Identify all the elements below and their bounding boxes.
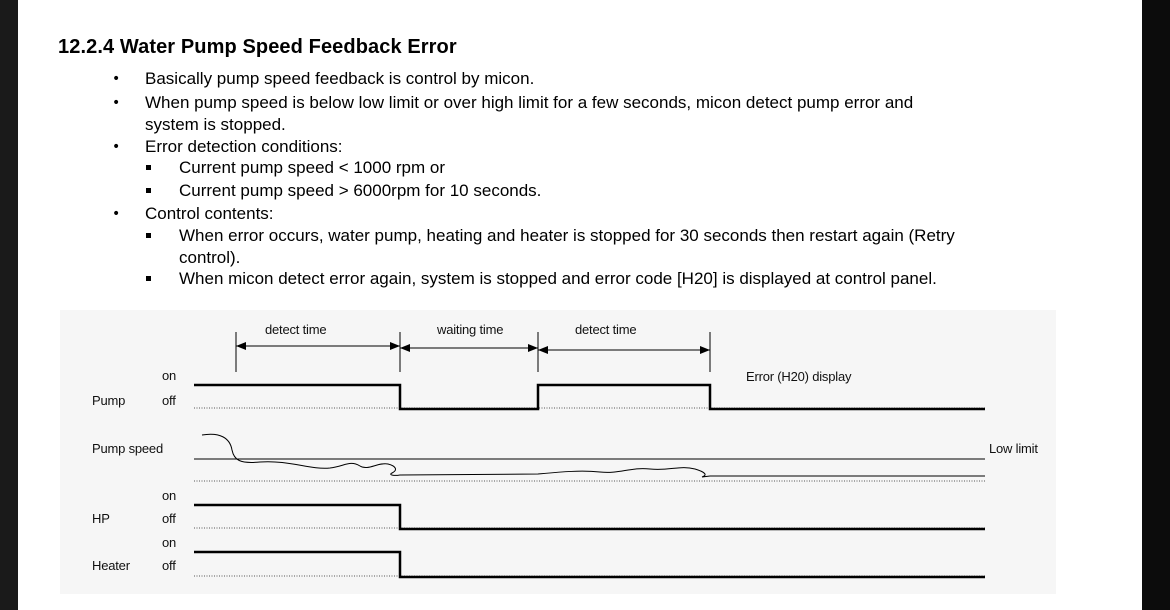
pump-label: Pump	[92, 393, 126, 408]
sub-bullet-text: When micon detect error again, system is…	[179, 269, 937, 288]
pump-off-label: off	[162, 393, 176, 408]
pump-signal	[194, 383, 985, 411]
bullet-text: Control contents:	[145, 204, 274, 223]
sub-bullet-square	[146, 233, 151, 238]
bullet-dot: •	[112, 71, 121, 87]
low-limit-label: Low limit	[989, 441, 1038, 456]
hp-on-label: on	[162, 488, 177, 503]
bullet-dot: •	[112, 95, 121, 111]
heater-on-label: on	[162, 535, 177, 550]
interval-markers	[235, 332, 711, 372]
sub-bullet-square	[146, 276, 151, 281]
bullet-text: Basically pump speed feedback is control…	[145, 69, 535, 88]
sub-bullet-text: control).	[179, 248, 241, 267]
bullet-text: When pump speed is below low limit or ov…	[145, 93, 914, 112]
pump-speed-wave	[201, 433, 985, 478]
sub-bullet-square	[146, 188, 151, 193]
timing-diagram: detect time waiting time detect time Err…	[60, 310, 1056, 594]
bullet-dot: •	[112, 206, 121, 222]
sub-bullet-text: Current pump speed > 6000rpm for 10 seco…	[179, 181, 542, 200]
detect-time-label: detect time	[575, 322, 637, 337]
hp-label: HP	[92, 511, 110, 526]
pump-on-label: on	[162, 368, 177, 383]
waiting-time-label: waiting time	[437, 322, 504, 337]
sub-bullet-square	[146, 165, 151, 170]
hp-off-label: off	[162, 511, 176, 526]
heater-label: Heater	[92, 558, 130, 573]
timing-diagram-graphic	[194, 332, 985, 579]
hp-signal	[194, 503, 985, 531]
heater-off-label: off	[162, 558, 176, 573]
bullet-dot: •	[112, 139, 121, 155]
bullet-text: Error detection conditions:	[145, 137, 343, 156]
error-display-label: Error (H20) display	[746, 369, 852, 384]
sub-bullet-text: Current pump speed < 1000 rpm or	[179, 158, 446, 177]
bullet-text: system is stopped.	[145, 115, 286, 134]
sub-bullet-text: When error occurs, water pump, heating a…	[179, 226, 955, 245]
arrow-heads	[236, 342, 710, 354]
heater-signal	[194, 550, 985, 579]
window-edge	[1142, 0, 1170, 610]
section-heading: 12.2.4 Water Pump Speed Feedback Error	[58, 36, 457, 58]
detect-time-label: detect time	[265, 322, 327, 337]
pump-speed-label: Pump speed	[92, 441, 163, 456]
